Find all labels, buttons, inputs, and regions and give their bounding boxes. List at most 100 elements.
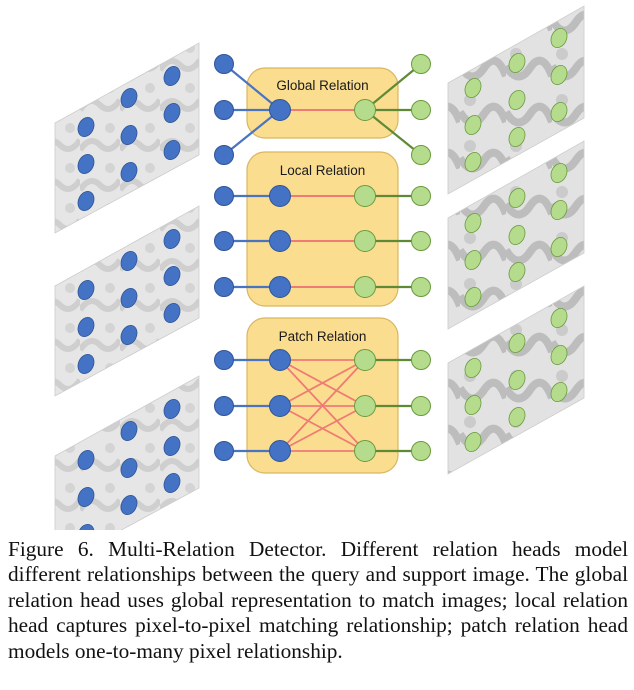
support-feature-point [464, 114, 482, 136]
support-feature-point [550, 344, 568, 366]
support-head-node [354, 440, 376, 462]
query-feature-point [120, 250, 138, 272]
support-node [411, 441, 431, 461]
support-image [447, 285, 585, 475]
support-feature-point [508, 261, 526, 283]
query-edge [223, 109, 281, 156]
support-node [411, 396, 431, 416]
support-feature-point [464, 77, 482, 99]
query-feature-point [77, 316, 95, 338]
query-feature-point [163, 228, 181, 250]
query-feature-point [77, 153, 95, 175]
query-feature-point [120, 87, 138, 109]
support-feature-point [464, 212, 482, 234]
query-feature-point [120, 457, 138, 479]
relation-edge [279, 359, 366, 407]
support-feature-point [508, 187, 526, 209]
support-feature-point [550, 307, 568, 329]
query-feature-point [120, 420, 138, 442]
support-node [411, 54, 431, 74]
query-head-node [269, 185, 291, 207]
query-image [54, 375, 200, 530]
support-head-node [354, 230, 376, 252]
relation-head-local: Local Relation [214, 151, 431, 307]
query-head-node [269, 99, 291, 121]
support-feature-point [464, 431, 482, 453]
query-feature-point [163, 102, 181, 124]
query-feature-point [163, 472, 181, 494]
relation-head-box [246, 67, 399, 139]
support-feature-point [464, 249, 482, 271]
query-feature-point [120, 161, 138, 183]
support-node [411, 100, 431, 120]
support-image [447, 140, 585, 330]
query-image [54, 42, 200, 234]
query-head-node [269, 230, 291, 252]
support-node [411, 145, 431, 165]
query-feature-point [163, 435, 181, 457]
query-image [54, 205, 200, 397]
relation-head-label: Patch Relation [279, 329, 367, 344]
query-head-node [269, 395, 291, 417]
support-feature-point [508, 332, 526, 354]
support-image [447, 5, 585, 195]
relation-edge [279, 359, 366, 452]
support-edge [364, 109, 422, 156]
support-feature-point [464, 286, 482, 308]
support-feature-point [550, 162, 568, 184]
query-feature-point [163, 65, 181, 87]
query-edge [223, 63, 281, 111]
relation-head-global: Global Relation [214, 54, 431, 165]
support-head-node [354, 349, 376, 371]
query-feature-point [120, 324, 138, 346]
support-node [411, 350, 431, 370]
query-feature-point [163, 265, 181, 287]
support-head-node [354, 99, 376, 121]
query-feature-point [120, 287, 138, 309]
support-feature-point [550, 64, 568, 86]
query-feature-point [77, 279, 95, 301]
support-feature-point [508, 369, 526, 391]
support-feature-point [508, 406, 526, 428]
query-head-node [269, 276, 291, 298]
query-feature-point [77, 486, 95, 508]
query-head-node [269, 349, 291, 371]
support-feature-point [508, 52, 526, 74]
support-feature-point [508, 89, 526, 111]
query-feature-point [163, 139, 181, 161]
relation-head-label: Global Relation [276, 78, 368, 93]
support-feature-point [464, 394, 482, 416]
query-node [214, 396, 234, 416]
support-head-node [354, 185, 376, 207]
query-feature-point [120, 124, 138, 146]
support-edge [364, 63, 422, 111]
query-feature-point [77, 116, 95, 138]
support-feature-point [464, 357, 482, 379]
query-feature-point [77, 190, 95, 212]
query-images [54, 42, 200, 530]
query-feature-point [77, 449, 95, 471]
query-feature-point [163, 398, 181, 420]
query-node [214, 186, 234, 206]
query-feature-point [77, 523, 95, 530]
query-node [214, 350, 234, 370]
support-node [411, 277, 431, 297]
relation-head-patch: Patch Relation [214, 317, 431, 474]
support-feature-point [508, 126, 526, 148]
support-feature-point [550, 236, 568, 258]
query-node [214, 441, 234, 461]
relation-edge [279, 405, 366, 452]
query-node [214, 54, 234, 74]
support-feature-point [550, 27, 568, 49]
query-node [214, 277, 234, 297]
support-images [447, 5, 585, 475]
support-feature-point [464, 151, 482, 173]
query-head-node [269, 440, 291, 462]
support-head-node [354, 395, 376, 417]
support-feature-point [550, 101, 568, 123]
support-feature-point [550, 381, 568, 403]
support-feature-point [550, 199, 568, 221]
support-feature-point [508, 224, 526, 246]
